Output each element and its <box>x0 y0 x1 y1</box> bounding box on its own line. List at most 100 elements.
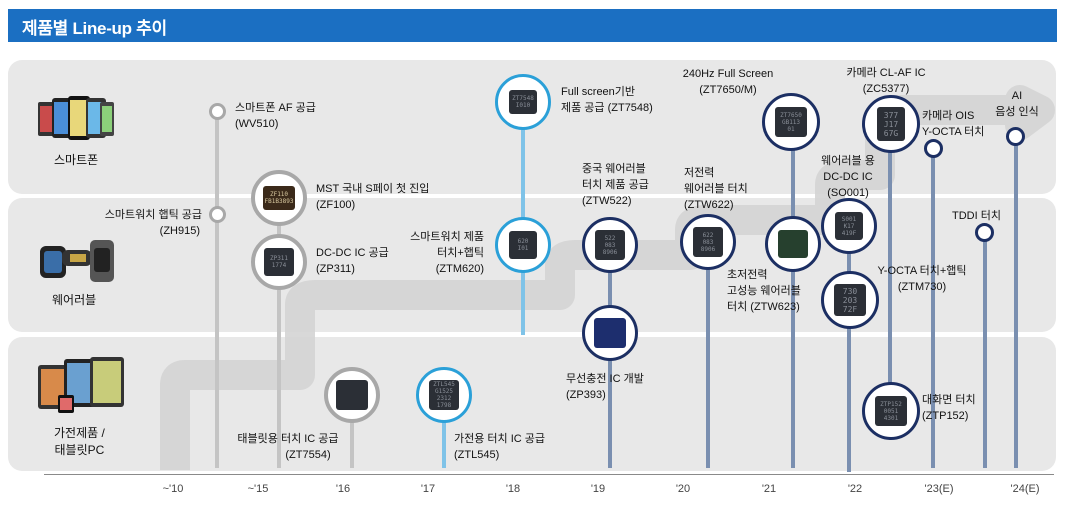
label-so001: 웨어러블 용 DC-DC IC (SO001) <box>808 153 888 201</box>
label-zt7554-title: 태블릿용 터치 IC 공급 <box>237 433 339 445</box>
chip-ztp152-marking: ZTP152 0051 4301 <box>875 396 907 426</box>
label-ztw622-line1: 저전력 <box>684 167 715 179</box>
label-ztl545: 가전용 터치 IC 공급 (ZTL545) <box>454 431 545 463</box>
chip-zp311: ZP311 1774 <box>251 234 307 290</box>
page-title: 제품별 Line-up 추이 <box>22 19 167 38</box>
label-zp393: 무선충전 IC 개발 (ZP393) <box>566 371 644 403</box>
label-ztw522: 중국 웨어러블 터치 제품 공급 (ZTW522) <box>582 161 649 209</box>
year-label: '24(E) <box>1010 483 1040 495</box>
chip-ztw622: 622 083 8906 <box>680 214 736 270</box>
chip-zt7548-marking: ZT7548 I010 <box>509 90 537 114</box>
year-axis-line <box>44 474 1054 475</box>
chip-ztw623 <box>765 216 821 272</box>
chip-zt7554 <box>324 367 380 423</box>
label-ztw522-line2: 터치 제품 공급 <box>582 179 649 191</box>
label-zt7548-line2: 제품 공급 (ZT7548) <box>561 102 653 114</box>
year-label: ~'15 <box>247 483 269 495</box>
chip-ztl545: ZTL545 G1525 2312 1798 <box>416 367 472 423</box>
chip-ztw522-marking: 522 083 8906 <box>595 230 625 260</box>
label-ztw622: 저전력 웨어러블 터치 (ZTW622) <box>684 165 748 213</box>
dot-wv510 <box>209 103 226 120</box>
chip-zf100: ZF110 FB1B3893 <box>251 170 307 226</box>
smartwatch-icon <box>40 240 114 282</box>
dot-tddi <box>975 223 994 242</box>
dot-ai <box>1006 127 1025 146</box>
label-ztm620-code: (ZTM620) <box>435 263 484 275</box>
label-ztp152-code: (ZTP152) <box>922 410 969 422</box>
label-zp393-code: (ZP393) <box>566 389 606 401</box>
label-zt7548: Full screen기반 제품 공급 (ZT7548) <box>561 84 653 116</box>
chip-zt7650: ZT7650 GB113 01 <box>762 93 820 151</box>
chip-ztl545-marking: ZTL545 G1525 2312 1798 <box>429 380 459 410</box>
dot-ois <box>924 139 943 158</box>
chip-ztw623-package <box>778 230 808 258</box>
category-smartphone: 스마트폰 <box>54 153 99 167</box>
tablets-icon <box>38 357 124 413</box>
label-zt7650-title: 240Hz Full Screen <box>682 68 774 80</box>
label-ztw522-code: (ZTW522) <box>582 195 632 207</box>
year-label: '18 <box>505 483 521 495</box>
chip-ztw622-marking: 622 083 8906 <box>693 227 723 257</box>
chip-zf100-marking: ZF110 FB1B3893 <box>263 186 295 210</box>
label-ztm730: Y-OCTA 터치+햅틱 (ZTM730) <box>862 263 982 295</box>
label-ois: 카메라 OIS Y-OCTA 터치 <box>922 108 984 140</box>
label-zt7554: 태블릿용 터치 IC 공급 (ZT7554) <box>228 431 348 463</box>
year-label: '23(E) <box>924 483 954 495</box>
chip-zp311-marking: ZP311 1774 <box>264 248 294 276</box>
label-zt7548-line1: Full screen기반 <box>561 86 636 98</box>
label-zp393-title: 무선충전 IC 개발 <box>566 373 644 385</box>
label-ois-line1: 카메라 OIS <box>922 110 975 122</box>
label-so001-line2: DC-DC IC <box>823 171 873 183</box>
category-appliance-tablet: 가전제품 / 태블릿PC <box>54 425 105 459</box>
chip-zt7554-package <box>336 380 368 410</box>
label-ztw623-line1: 초저전력 <box>727 269 768 281</box>
year-label: '20 <box>675 483 691 495</box>
chip-ztm620-marking: 620 I01 <box>509 231 537 259</box>
header-bar: 제품별 Line-up 추이 <box>8 9 1057 42</box>
label-wv510-code: (WV510) <box>235 118 279 130</box>
label-zf100-title: MST 국내 S페이 첫 진입 <box>316 183 430 195</box>
chip-so001-marking: S001 K17 419F <box>835 212 863 240</box>
year-label: '21 <box>761 483 777 495</box>
chip-so001: S001 K17 419F <box>821 198 877 254</box>
label-zp311-title: DC-DC IC 공급 <box>316 247 389 259</box>
label-ztw622-line2: 웨어러블 터치 <box>684 183 748 195</box>
chip-zp393 <box>582 305 638 361</box>
category-wearable: 웨어러블 <box>52 293 97 307</box>
chip-ztm730: 730 203 72F <box>821 271 879 329</box>
label-ztm620: 스마트워치 제품 터치+햅틱 (ZTM620) <box>392 229 484 277</box>
smartphones-icon <box>38 96 114 140</box>
label-zh915-title: 스마트워치 햅틱 공급 <box>104 209 202 221</box>
chip-ztp152: ZTP152 0051 4301 <box>862 382 920 440</box>
label-wv510-title: 스마트폰 AF 공급 <box>235 102 316 114</box>
label-so001-line1: 웨어러블 용 <box>821 155 875 167</box>
label-ztw622-code: (ZTW622) <box>684 199 734 211</box>
label-wv510: 스마트폰 AF 공급 (WV510) <box>235 100 316 132</box>
label-ztw623: 초저전력 고성능 웨어러블 터치 (ZTW623) <box>727 267 801 315</box>
label-zp311-code: (ZP311) <box>316 263 355 275</box>
chip-ztm730-marking: 730 203 72F <box>834 284 866 316</box>
label-zh915: 스마트워치 햅틱 공급 (ZH915) <box>82 207 202 239</box>
chip-zt7548: ZT7548 I010 <box>495 74 551 130</box>
label-ztw522-line1: 중국 웨어러블 <box>582 163 646 175</box>
label-zf100: MST 국내 S페이 첫 진입 (ZF100) <box>316 181 429 213</box>
label-zt7554-code: (ZT7554) <box>285 449 331 461</box>
label-zc5377-code: (ZC5377) <box>862 83 910 95</box>
label-ztm620-line2: 터치+햅틱 <box>437 247 484 259</box>
label-ztl545-code: (ZTL545) <box>454 449 500 461</box>
label-ztp152: 대화면 터치 (ZTP152) <box>922 392 976 424</box>
chip-zc5377-marking: 377 J17 67G <box>877 107 905 141</box>
label-ai-line2: 음성 인식 <box>995 106 1039 118</box>
year-label: '19 <box>590 483 606 495</box>
label-zc5377: 카메라 CL-AF IC (ZC5377) <box>836 65 936 97</box>
label-ztm730-title: Y-OCTA 터치+햅틱 <box>877 265 967 277</box>
chip-ztm620: 620 I01 <box>495 217 551 273</box>
label-ai: AI 음성 인식 <box>982 88 1052 120</box>
label-ztm730-code: (ZTM730) <box>897 281 947 293</box>
label-zt7650-code: (ZT7650/M) <box>699 84 757 96</box>
chip-zt7650-marking: ZT7650 GB113 01 <box>775 107 807 137</box>
label-zf100-code: (ZF100) <box>316 199 356 211</box>
label-zc5377-title: 카메라 CL-AF IC <box>846 67 926 79</box>
label-zt7650: 240Hz Full Screen (ZT7650/M) <box>668 66 788 98</box>
label-ois-line2: Y-OCTA 터치 <box>922 126 985 138</box>
